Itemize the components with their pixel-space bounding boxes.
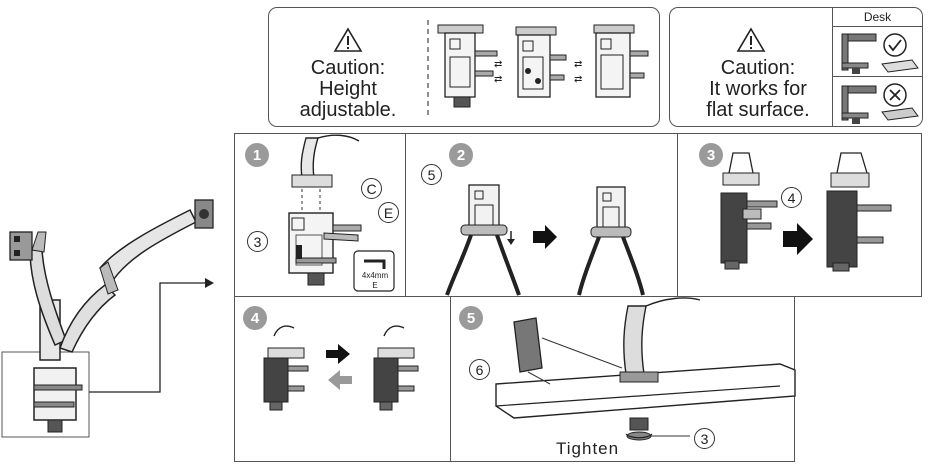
caution-surface-text: Caution: It works for flat surface. — [688, 58, 828, 121]
caution-surface-line-1: Caution: — [720, 57, 796, 79]
caution-surface-line-2: It works for — [709, 78, 807, 100]
desk-divider-mid — [832, 76, 923, 77]
caution-surface-panel — [669, 7, 923, 127]
svg-text:⇄: ⇄ — [494, 74, 502, 85]
flat-desk-ok-illustration — [841, 33, 919, 74]
warning-triangle-icon — [333, 27, 363, 52]
overview-arm-illustration — [1, 199, 214, 438]
step-2-label-5: 5 — [421, 164, 442, 185]
step-5-label-3: 3 — [694, 428, 715, 449]
svg-text:⇄: ⇄ — [494, 59, 502, 70]
step-1-label-c: C — [361, 178, 382, 199]
caution-height-line-1: Caution: — [310, 57, 386, 79]
desk-table — [832, 7, 923, 127]
height-adjust-clamp-sequence: ⇄ ⇄ ⇄ ⇄ — [427, 20, 649, 115]
step-5-illustration — [495, 297, 796, 441]
caution-height-line-2: Height — [319, 78, 377, 100]
step-5-label-6: 6 — [469, 359, 490, 380]
step-4-badge: 4 — [243, 306, 267, 330]
svg-text:⇄: ⇄ — [574, 59, 582, 70]
step-2-illustration — [445, 184, 645, 296]
warning-triangle-icon — [736, 27, 766, 52]
tighten-label: Tighten — [556, 439, 620, 458]
uneven-desk-bad-illustration — [841, 85, 919, 124]
step-1-badge: 1 — [245, 143, 269, 167]
desk-divider-top — [832, 26, 923, 27]
step-1-illustration — [288, 134, 395, 292]
caution-height-line-3: adjustable. — [299, 99, 397, 121]
step-3-illustration — [720, 152, 892, 272]
step-5-badge: 5 — [459, 306, 483, 330]
cross-circle-icon — [883, 83, 907, 107]
caution-height-text: Caution: Height adjustable. — [292, 58, 404, 121]
step-3-badge: 3 — [699, 143, 723, 167]
step-4-illustration — [263, 325, 419, 411]
step-3-label-4: 4 — [781, 187, 802, 208]
step-1-label-e: E — [378, 202, 399, 223]
step-2-badge: 2 — [449, 143, 473, 167]
check-circle-icon — [883, 33, 907, 57]
desk-label: Desk — [863, 10, 892, 24]
caution-surface-line-3: flat surface. — [706, 99, 810, 121]
step-1-label-3: 3 — [247, 231, 268, 252]
hex-key-size: 4x4mm — [361, 271, 389, 280]
hex-key-label: E — [372, 281, 378, 290]
svg-text:⇄: ⇄ — [574, 74, 582, 85]
